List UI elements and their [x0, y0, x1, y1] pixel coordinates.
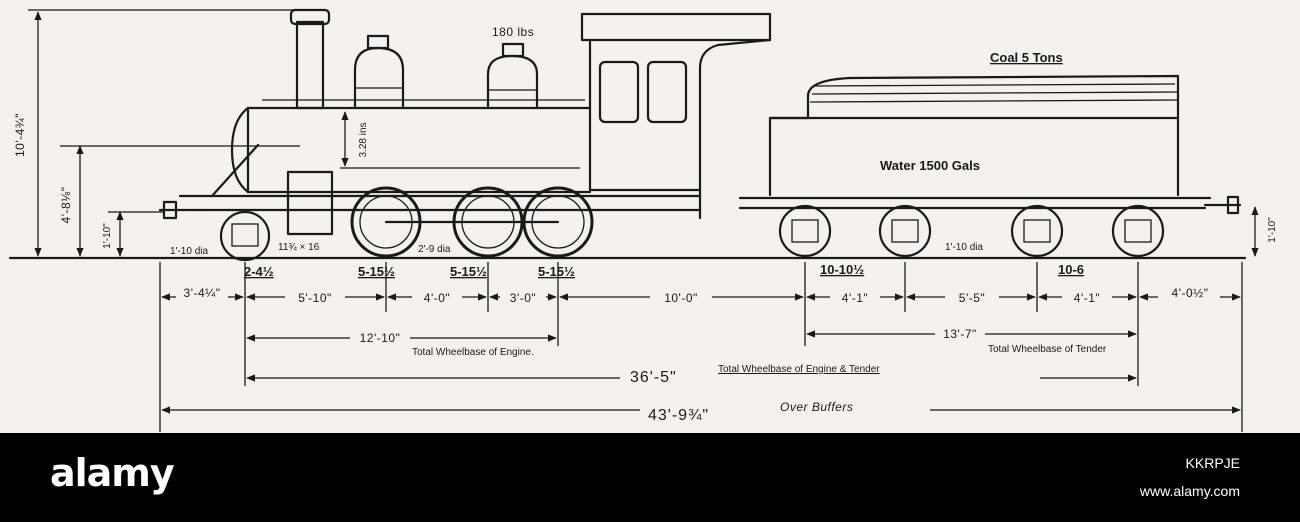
water-label: Water 1500 Gals — [880, 158, 980, 173]
sand-dome — [486, 42, 539, 110]
axle-load-pony: 2-4½ — [244, 264, 274, 279]
height-boiler-label: 4'-8⅛" — [59, 187, 73, 224]
locomotive-diagram: 10'-4¾" 4'-8⅛" 1'-10" 1'-10" 3.28 ins 18… — [0, 0, 1300, 433]
boiler — [246, 106, 592, 194]
combined-wheelbase-label: Total Wheelbase of Engine & Tender — [718, 364, 880, 375]
tender-wheel-2 — [878, 204, 932, 258]
site-url: www.alamy.com — [1139, 483, 1240, 499]
rear-buffer — [1203, 195, 1242, 215]
tender-wheelbase-value: 13'-7" — [943, 327, 977, 341]
axle-load-tender-front: 10-10½ — [820, 262, 864, 277]
watermark-footer: alamy KKRPJE www.alamy.com — [0, 433, 1300, 522]
spacing-tender-centre: 5'-5" — [959, 291, 985, 305]
spacing-ticks — [159, 262, 1243, 432]
height-buffer-label: 1'-10" — [102, 223, 113, 249]
smokebox — [230, 106, 250, 194]
axle-load-driver-2: 5-15½ — [450, 264, 487, 279]
steam-dome — [353, 34, 405, 110]
spacing-driver-tender: 10'-0" — [664, 291, 698, 305]
coal-label: Coal 5 Tons — [990, 50, 1063, 65]
overall-length-label: Over Buffers — [780, 400, 853, 414]
tender-wheel-4 — [1111, 204, 1165, 258]
smokebox-rod — [210, 143, 260, 198]
tender — [738, 74, 1212, 210]
spacing-rear-overhang: 4'-0½" — [1172, 286, 1209, 300]
height-tender-buffer-label: 1'-10" — [1267, 217, 1278, 243]
image-id: KKRPJE — [1185, 455, 1240, 471]
diagram-svg: 10'-4¾" 4'-8⅛" 1'-10" 1'-10" 3.28 ins 18… — [8, 8, 1278, 432]
spacing-pony-driver: 5'-10" — [298, 291, 332, 305]
pony-wheel-dia: 1'-10 dia — [170, 246, 208, 257]
tender-wheel-3 — [1010, 204, 1064, 258]
tender-wheel-1 — [778, 204, 832, 258]
spacing-driver-1-2: 4'-0" — [424, 291, 450, 305]
chimney — [289, 8, 331, 110]
spacing-driver-2-3: 3'-0" — [510, 291, 536, 305]
pressure-label: 180 lbs — [492, 25, 534, 39]
cylinder-size: 11¾ × 16 — [278, 242, 320, 253]
front-buffer — [158, 200, 202, 220]
axle-load-driver-3: 5-15½ — [538, 264, 575, 279]
alamy-logo: alamy — [50, 451, 175, 495]
tender-wheel-dia: 1'-10 dia — [945, 242, 983, 253]
overall-length-value: 43'-9¾" — [648, 407, 709, 424]
axle-load-driver-1: 5-15½ — [358, 264, 395, 279]
height-total-label: 10'-4¾" — [13, 113, 27, 157]
combined-wheelbase-value: 36'-5" — [630, 369, 677, 386]
engine-wheelbase-value: 12'-10" — [360, 331, 401, 345]
spacing-tender-bogie-1: 4'-1" — [842, 291, 868, 305]
driver-wheel-dia: 2'-9 dia — [418, 244, 451, 255]
engine-wheelbase-label: Total Wheelbase of Engine. — [412, 347, 534, 358]
cab — [580, 12, 772, 220]
cylinder-label: 3.28 ins — [358, 122, 369, 157]
pony-wheel — [219, 210, 271, 262]
spacing-tender-bogie-2: 4'-1" — [1074, 291, 1100, 305]
spacing-front-overhang: 3'-4¼" — [184, 286, 221, 300]
cylinder — [286, 170, 334, 236]
axle-load-tender-rear: 10-6 — [1058, 262, 1084, 277]
tender-wheelbase-label: Total Wheelbase of Tender — [988, 344, 1107, 355]
